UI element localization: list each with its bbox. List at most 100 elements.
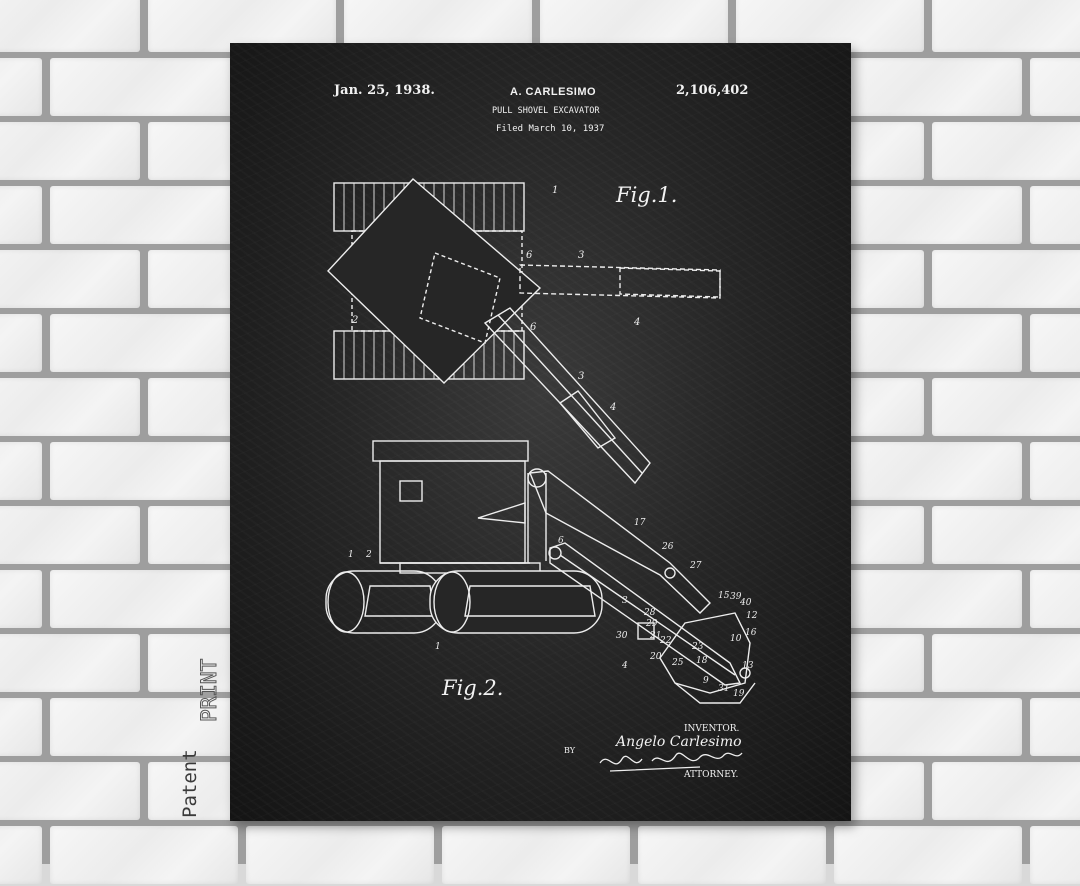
chalkboard-texture [230,43,851,821]
brick [0,314,42,372]
brick [638,826,826,884]
brick [834,186,1022,244]
svg-text:29: 29 [645,619,658,629]
fig2-track-rear [325,570,443,634]
brick [0,122,140,180]
fig2-stick [549,542,742,686]
svg-text:16: 16 [745,628,757,638]
attorney-label: ATTORNEY. [684,770,739,780]
fig1-boom-angled [483,307,651,485]
svg-text:31: 31 [718,684,729,694]
svg-text:18: 18 [696,656,708,666]
brick [50,314,238,372]
brick [50,698,238,756]
svg-text:9: 9 [703,676,709,686]
by-label: BY [564,746,576,755]
brick [0,570,42,628]
brick-row [0,822,1080,886]
svg-text:4: 4 [633,317,640,328]
brick [834,58,1022,116]
brick [0,442,42,500]
fig2-track-front [429,570,603,634]
brick [1030,570,1080,628]
svg-text:30: 30 [616,631,628,641]
svg-text:26: 26 [661,542,674,552]
svg-text:1: 1 [435,642,441,652]
brick [932,378,1080,436]
svg-text:23: 23 [691,642,704,652]
brick [0,826,42,884]
brick [834,442,1022,500]
svg-text:4: 4 [621,661,628,671]
svg-text:21: 21 [649,631,661,641]
brick [1030,826,1080,884]
brick [50,186,238,244]
brick [0,58,42,116]
svg-text:17: 17 [634,518,646,528]
svg-text:1: 1 [348,550,354,560]
svg-text:20: 20 [649,652,662,662]
inventor-signature: Angelo Carlesimo [616,734,742,750]
patent-poster: 1 2 3 4 6 6 3 4 [230,43,851,821]
brick [50,570,238,628]
fig2-bucket [659,612,751,694]
svg-text:39: 39 [730,592,742,602]
svg-text:3: 3 [578,250,584,261]
brick [0,0,140,52]
brick [834,826,1022,884]
svg-text:6: 6 [558,536,564,546]
brick [0,698,42,756]
fig1-boom-straight [519,264,721,299]
brick [932,122,1080,180]
brick [50,442,238,500]
brick [932,250,1080,308]
patent-date: Jan. 25, 1938. [334,83,435,98]
brick [932,634,1080,692]
brick [1030,58,1080,116]
fig1-label: Fig.1. [616,183,678,207]
brick [0,250,140,308]
patent-number: 2,106,402 [676,83,749,98]
brick [1030,186,1080,244]
svg-text:10: 10 [730,634,742,644]
brick [834,314,1022,372]
fig1-top-view: 1 2 3 4 6 6 3 4 [327,178,721,485]
brick [1030,442,1080,500]
brand-word-patent: Patent [180,749,201,818]
svg-text:19: 19 [733,689,745,699]
brick [932,506,1080,564]
svg-text:4: 4 [609,402,616,413]
brick [442,826,630,884]
inventor-label: INVENTOR. [684,724,740,734]
fig2-window [399,480,423,502]
fig2-cab-roof [372,440,529,462]
svg-text:2: 2 [351,315,358,326]
svg-text:28: 28 [643,608,656,618]
fig2-label: Fig.2. [442,676,504,700]
svg-text:27: 27 [689,561,702,571]
svg-text:12: 12 [746,611,758,621]
brick [0,186,42,244]
brick [932,0,1080,52]
svg-text:6: 6 [530,322,537,333]
svg-text:1: 1 [552,185,558,196]
patent-title: PULL SHOVEL EXCAVATOR [492,106,600,116]
svg-text:6: 6 [526,250,533,261]
svg-text:3: 3 [622,596,628,606]
svg-text:3: 3 [578,371,584,382]
brick [1030,698,1080,756]
brick [932,762,1080,820]
svg-text:22: 22 [659,636,672,646]
fig2-boom [529,470,711,614]
brick [1030,314,1080,372]
brand-word-print: PRINT [197,658,220,722]
attorney-signature-scribble [599,752,743,772]
svg-text:25: 25 [671,658,684,668]
fig1-house [327,178,542,384]
brick [0,634,140,692]
brick [50,826,238,884]
brick [246,826,434,884]
brick [834,698,1022,756]
brick [834,570,1022,628]
svg-text:2: 2 [365,550,372,560]
